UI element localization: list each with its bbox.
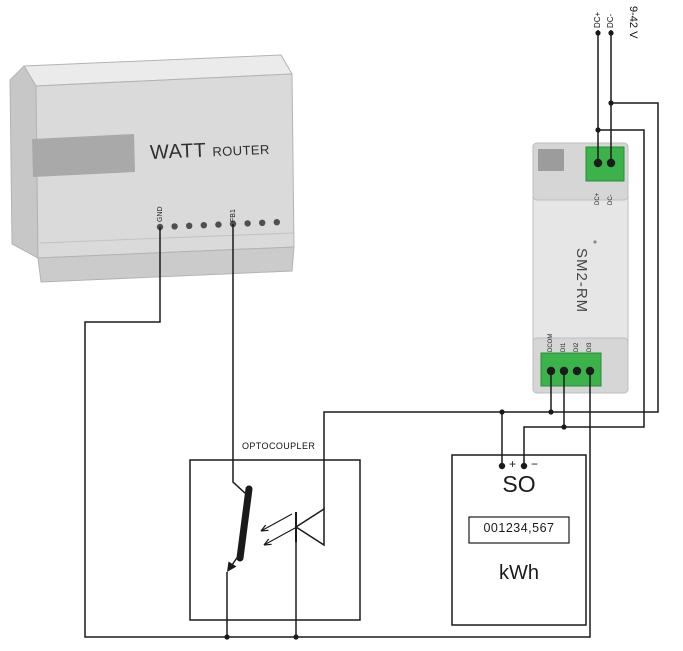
wire-outer-loop-to-led bbox=[323, 102, 659, 509]
supply-dc-plus-label: DC+ bbox=[593, 11, 602, 28]
meter-minus-label: − bbox=[531, 457, 539, 471]
router-bottom-lip bbox=[37, 246, 295, 283]
junction-so-plus bbox=[499, 409, 505, 415]
so-terminal-minus-dot bbox=[520, 462, 528, 470]
emitter-arrowhead bbox=[227, 561, 237, 572]
watt-router-device bbox=[9, 54, 295, 283]
supply-dot-minus bbox=[608, 30, 614, 36]
module-connector bbox=[538, 149, 564, 171]
wire-fb1-to-collector bbox=[232, 224, 247, 495]
module-name: SM2-RM bbox=[573, 248, 590, 314]
router-brand-main: WATT bbox=[149, 139, 207, 164]
module-terminal-di1-label: DI1 bbox=[561, 342, 567, 352]
router-brand-sub: ROUTER bbox=[212, 141, 271, 160]
so-terminal-plus-dot bbox=[498, 462, 506, 470]
phototransistor-bar bbox=[236, 485, 253, 562]
router-display bbox=[32, 134, 135, 177]
supply-voltage-label: 9-42 V bbox=[627, 6, 639, 39]
meter-type-label: SO bbox=[502, 471, 536, 497]
junction-outer bbox=[608, 100, 614, 106]
light-arrows bbox=[260, 513, 296, 546]
supply-dot-plus bbox=[595, 30, 601, 36]
junction-dots bbox=[224, 30, 614, 640]
junction-cathode bbox=[293, 634, 299, 640]
led-triangle bbox=[294, 507, 325, 547]
sm2-rm-module bbox=[532, 142, 629, 394]
junction-dcom bbox=[548, 409, 554, 415]
meter-plus-label: + bbox=[509, 457, 517, 471]
optocoupler-box bbox=[189, 459, 361, 621]
module-led-hole bbox=[593, 240, 597, 244]
junction-inner bbox=[595, 127, 601, 133]
router-terminal-gnd-label: GND bbox=[157, 206, 164, 222]
wire-gnd-bottom-common bbox=[84, 227, 591, 638]
supply-dc-minus-label: DC- bbox=[606, 13, 615, 28]
module-terminal-dcminus-label: DC- bbox=[608, 194, 614, 205]
meter-unit-label: kWh bbox=[499, 562, 539, 584]
terminal-screw-di2 bbox=[572, 366, 582, 376]
meter-counter-value: 001234,567 bbox=[483, 521, 555, 535]
module-terminal-dcom-label: DCOM bbox=[548, 333, 554, 352]
optocoupler-label: OPTOCOUPLER bbox=[242, 441, 316, 451]
module-terminal-dcplus-label: DC+ bbox=[595, 192, 601, 205]
module-top-terminal-block bbox=[585, 146, 625, 182]
junction-emitter bbox=[224, 634, 230, 640]
router-front-edge bbox=[39, 232, 294, 244]
optocoupler-symbol bbox=[227, 485, 325, 572]
module-terminal-di2-label: DI2 bbox=[574, 342, 580, 352]
wires bbox=[84, 30, 659, 638]
wire-inner-loop-to-so-minus bbox=[523, 129, 645, 466]
module-terminal-di3-label: DI3 bbox=[587, 342, 593, 352]
emitter-lead bbox=[231, 548, 244, 566]
junction-di1 bbox=[561, 424, 567, 430]
meter-counter-box bbox=[468, 516, 570, 544]
router-terminal-fb1-label: FB1 bbox=[230, 209, 237, 222]
